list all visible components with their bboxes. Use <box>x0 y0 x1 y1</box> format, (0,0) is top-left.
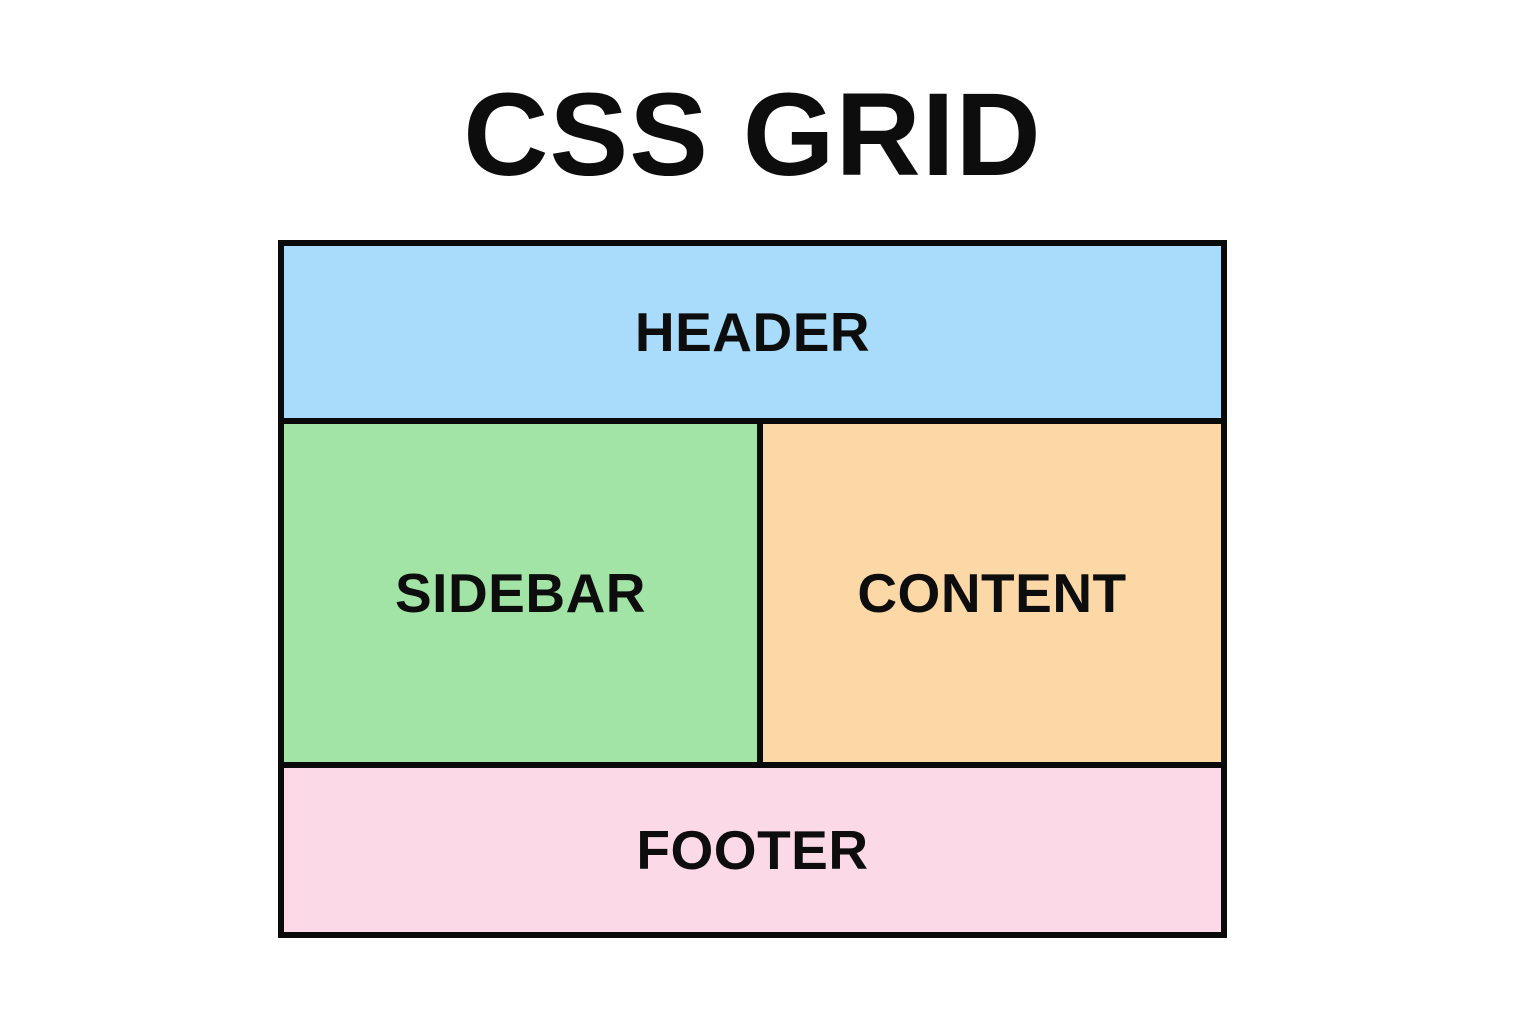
panel-sidebar: SIDEBAR <box>284 424 757 762</box>
sidebar-panel-label: SIDEBAR <box>394 562 647 624</box>
header-panel-label: HEADER <box>634 301 871 363</box>
panel-content: CONTENT <box>763 424 1221 762</box>
footer-panel-label: FOOTER <box>636 819 869 881</box>
panel-header: HEADER <box>284 246 1221 418</box>
panel-footer: FOOTER <box>284 768 1221 932</box>
content-panel-label: CONTENT <box>857 562 1127 624</box>
page-title: CSS GRID <box>463 69 1042 201</box>
css-grid-diagram: HEADER SIDEBAR CONTENT FOOTER <box>278 240 1227 938</box>
